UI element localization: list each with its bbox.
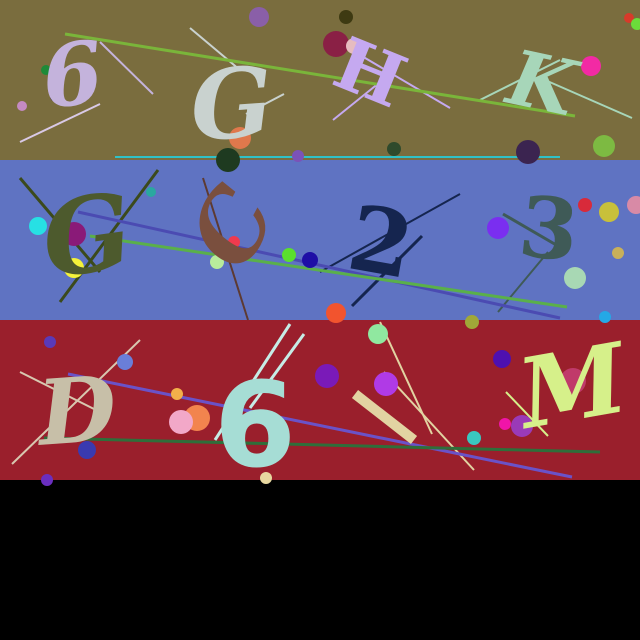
row-3-characters: D 6 \ M xyxy=(31,321,637,494)
row-2-char-4: 3 xyxy=(515,176,583,281)
row-3-background xyxy=(0,320,640,480)
row-3-char-1: D xyxy=(31,356,119,467)
row-3-char-2: 6 xyxy=(214,356,296,494)
row-1-char-2: G xyxy=(187,45,277,163)
lower-blank-area xyxy=(0,480,640,640)
row-2-noise xyxy=(18,169,640,329)
row-3-char-4: M xyxy=(507,321,637,452)
row-2-char-1: G xyxy=(35,168,140,302)
row-3-noise xyxy=(11,321,601,486)
row-1-char-1: 6 xyxy=(37,22,107,129)
row-1-background xyxy=(0,0,640,160)
row-1-noise xyxy=(17,7,640,172)
